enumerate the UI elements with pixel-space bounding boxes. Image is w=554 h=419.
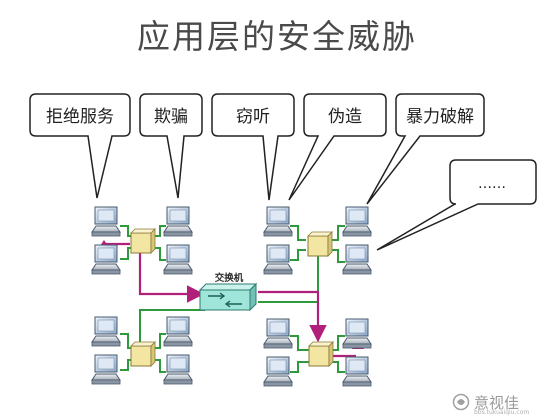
hub-top-right — [307, 231, 333, 257]
bubble-label-forgery: 伪造 — [328, 107, 362, 127]
computer — [91, 316, 121, 347]
computer — [91, 206, 121, 237]
bubble-denial-of-service: 拒绝服务 — [29, 93, 131, 199]
hub-bottom-left — [130, 341, 156, 367]
hub-bottom-right — [308, 341, 334, 367]
bubble-etc: …… — [376, 159, 537, 251]
watermark-url: bbs.tukuaiqiu.com — [474, 409, 530, 416]
bubble-label-etc: …… — [478, 176, 506, 192]
computer — [342, 356, 372, 387]
computer — [91, 244, 121, 275]
computers — [91, 206, 372, 387]
bubble-label-denial-of-service: 拒绝服务 — [46, 107, 114, 127]
bubble-label-spoofing: 欺骗 — [154, 107, 188, 127]
computer — [342, 206, 372, 237]
switch-label: 交换机 — [215, 272, 244, 284]
computer — [91, 354, 121, 385]
watermark-text: 意视佳 — [474, 394, 520, 412]
computer — [163, 316, 193, 347]
page-title: 应用层的安全威胁 — [137, 17, 417, 56]
network-switch — [198, 282, 258, 312]
links-bottom-right — [290, 335, 345, 373]
bubble-eavesdropping: 窃听 — [211, 93, 295, 201]
bubble-spoofing: 欺骗 — [139, 93, 203, 199]
computer — [342, 244, 372, 275]
computer — [263, 318, 293, 349]
links-top-left — [120, 225, 166, 261]
computer — [342, 318, 372, 349]
bubble-brute-force: 暴力破解 — [366, 93, 485, 205]
bubble-label-eavesdropping: 窃听 — [236, 107, 270, 127]
bubble-forgery: 伪造 — [288, 93, 387, 201]
bubble-label-brute-force: 暴力破解 — [406, 107, 474, 127]
watermark: 意视佳 bbs.tukuaiqiu.com — [452, 393, 548, 416]
computer — [163, 206, 193, 237]
watermark-logo-icon — [452, 393, 470, 411]
computer — [163, 354, 193, 385]
computer — [263, 356, 293, 387]
hub-top-left — [130, 228, 156, 254]
computer — [263, 206, 293, 237]
computer — [163, 244, 193, 275]
computer — [263, 244, 293, 275]
